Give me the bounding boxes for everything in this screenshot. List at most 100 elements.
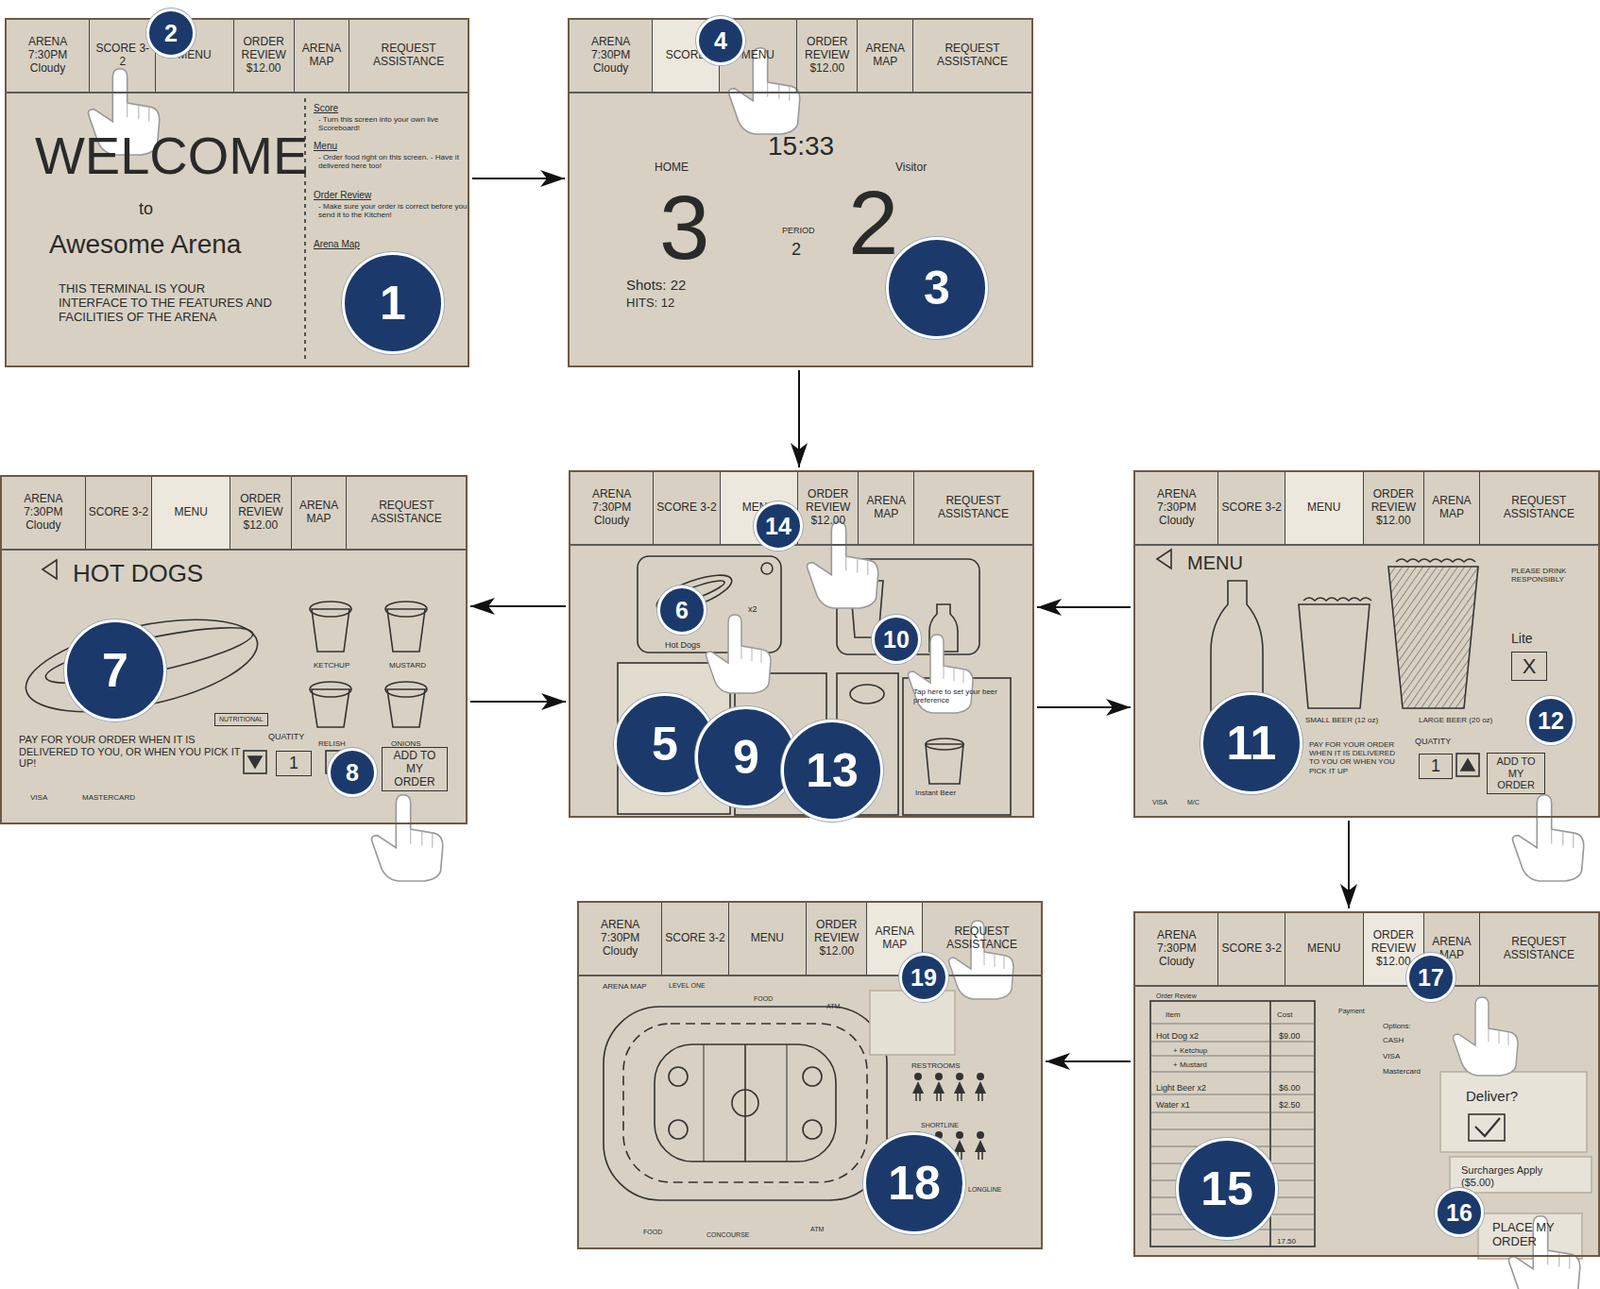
nav-label: REQUEST ASSISTANCE — [1482, 494, 1596, 522]
screen-text: Hot Dog x2 — [1156, 1031, 1199, 1041]
nav-label: ORDER REVIEW $12.00 — [1366, 488, 1422, 528]
flow-arrow — [1037, 606, 1131, 609]
paper-sheets-part — [1133, 470, 1600, 818]
sketch-lines-part — [744, 1044, 747, 1162]
sketch-lines-part-part — [1150, 1041, 1315, 1043]
sketch-lines-part — [243, 750, 267, 774]
sketch-lines-part — [1468, 1114, 1505, 1141]
sketch-lines-part — [1303, 597, 1372, 601]
nav-tab: ARENA MAP — [857, 19, 914, 92]
nav-tab: ARENA 7:30PM Cloudy — [1, 476, 86, 549]
sketch-lines-part — [309, 601, 352, 617]
nav-tab: REQUEST ASSISTANCE — [1480, 913, 1599, 986]
callout-number: 13 — [781, 719, 884, 822]
screen-text: Order Review — [313, 189, 372, 202]
restroom-figures-part — [933, 1072, 945, 1102]
sketch-lines-part — [1298, 604, 1370, 709]
nav-tab: ARENA 7:30PM Cloudy — [1135, 472, 1219, 545]
nav-label: ORDER REVIEW $12.00 — [237, 35, 291, 75]
nav-label: MENU — [741, 49, 775, 63]
nav-bar: ARENA 7:30PM CloudySCORE 3-2 MENU ORDER RE… — [1135, 472, 1599, 546]
paper-sheets-part — [567, 17, 1034, 368]
nav-label: ARENA 7:30PM Cloudy — [1138, 488, 1215, 528]
nav-label: REQUEST ASSISTANCE — [349, 499, 462, 527]
nav-tab: REQUEST ASSISTANCE — [346, 476, 465, 549]
screen-text: Arena Map — [313, 238, 360, 251]
nav-label: SCORE 3-2 — [1222, 942, 1282, 956]
restroom-figures-part — [953, 1072, 966, 1102]
sketch-lines-part — [1150, 1001, 1315, 1247]
nav-bar: ARENA 7:30PM CloudySCORE 3-2MENUORDER RE… — [570, 472, 1033, 546]
screen-text: HITS: 12 — [626, 296, 675, 311]
nav-bar: ARENA 7:30PM CloudySCORE 3-2MENUORDER RE… — [6, 19, 468, 94]
screen-text: X — [1511, 651, 1548, 681]
screen-text: KETCHUP — [313, 661, 350, 670]
pointing-hands-part — [706, 614, 771, 694]
screen-text: ATM — [826, 1003, 840, 1011]
screen-text: MASTERCARD — [82, 793, 136, 802]
screen-text: SMALL BEER (12 oz) — [1305, 715, 1381, 725]
flow-arrow — [472, 177, 565, 180]
nav-tab: ORDER REVIEW $12.00 — [234, 19, 295, 92]
nav-label: REQUEST ASSISTANCE — [916, 42, 1029, 69]
nav-tab: REQUEST ASSISTANCE — [349, 19, 468, 92]
screen-text: PAY FOR YOUR ORDER WHEN IT IS DELIVERED … — [1309, 740, 1404, 776]
flow-arrow — [1347, 820, 1350, 909]
sketch-lines-part — [1395, 559, 1476, 562]
nav-label: ARENA 7:30PM Cloudy — [4, 493, 83, 532]
nav-tab: SCORE 3-2 — [1218, 472, 1286, 545]
screen-text: to — [138, 199, 154, 220]
screen-text: LEVEL ONE — [668, 982, 706, 990]
sketch-lines-part — [786, 1044, 788, 1162]
screen-text: Light Beer x2 — [1156, 1083, 1207, 1093]
callout-number: 3 — [885, 237, 988, 340]
sketch-lines-part — [637, 556, 782, 653]
nav-label: MENU — [1307, 501, 1341, 515]
screen-text: LARGE BEER (20 oz) — [1418, 715, 1504, 725]
screen-text: LONGLINE — [968, 1186, 1002, 1194]
screen-text: PERIOD — [782, 225, 816, 236]
nav-label: REQUEST ASSISTANCE — [352, 42, 465, 69]
paper-sheets-part — [4, 17, 470, 368]
paper-sheets-part — [577, 901, 1043, 1250]
sketch-lines-part — [1449, 1157, 1592, 1193]
nav-label: ARENA MAP — [1427, 494, 1477, 522]
nav-label: SCORE 3-2 — [656, 501, 716, 515]
sketch-lines-part-part — [1150, 1094, 1315, 1096]
screen-text: - Make sure your order is correct before… — [318, 202, 470, 221]
screen-text: FOOD — [643, 1228, 663, 1237]
callout-number: 2 — [146, 8, 196, 58]
screen-text: Shots: 22 — [626, 276, 686, 293]
screen-text: Order Review — [1156, 992, 1197, 1001]
flow-arrow — [798, 370, 800, 468]
screen-text: Visitor — [895, 161, 927, 175]
screen-text: $2.50 — [1278, 1100, 1301, 1110]
sketch-lines-part — [248, 756, 262, 768]
nav-tab: REQUEST ASSISTANCE — [914, 472, 1033, 545]
sketch-lines-part — [17, 602, 266, 730]
sketch-lines-part-part — [1150, 1055, 1315, 1057]
screen-text: Water x1 — [1156, 1100, 1191, 1110]
screen-text: Instant Beer — [915, 788, 956, 798]
sketch-lines-part — [42, 560, 57, 579]
flow-arrow — [1037, 706, 1131, 709]
pointing-hands-part — [807, 522, 879, 609]
nav-tab: ARENA 7:30PM Cloudy — [1135, 913, 1219, 986]
screen-text: 2 — [791, 239, 801, 260]
callout-number: 18 — [863, 1132, 966, 1235]
screen-text: HOT DOGS — [72, 560, 204, 589]
nav-tab: MENU — [152, 476, 231, 549]
nav-label: SCORE 3-2 — [88, 506, 149, 520]
screen-text: 3 — [659, 175, 710, 280]
nav-tab: SCORE 3-2 — [85, 476, 154, 549]
screen-text: - Order food right on this screen. - Hav… — [318, 153, 470, 171]
callout-number: 19 — [899, 953, 949, 1003]
screen-text: M/C — [1187, 799, 1200, 807]
nav-tab: ORDER REVIEW $12.00 — [798, 472, 859, 545]
screen-text: FOOD — [753, 995, 773, 1004]
callout-number: 8 — [327, 748, 377, 798]
screen-text: Hot Dogs — [664, 640, 701, 650]
sketch-lines-part — [850, 684, 885, 704]
screen-text: WELCOME — [34, 125, 308, 187]
